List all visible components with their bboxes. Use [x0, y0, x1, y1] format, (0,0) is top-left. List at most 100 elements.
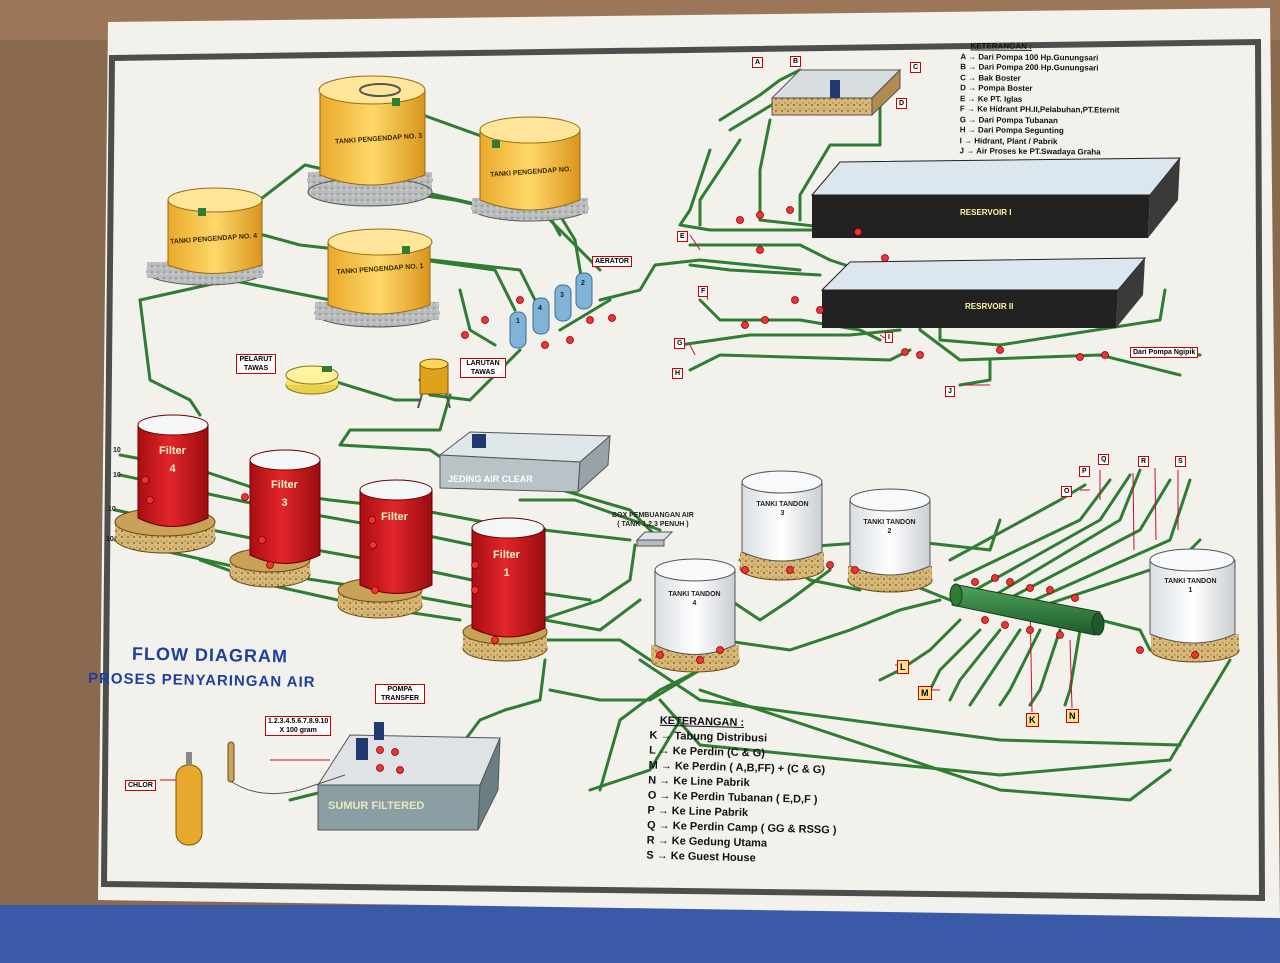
reserve-tank-4 — [650, 558, 740, 673]
reserve-tank-1-name: TANKI TANDON — [1164, 578, 1217, 585]
page-title: FLOW DIAGRAM — [131, 643, 289, 667]
reserve-tank-2-num: 2 — [887, 528, 892, 535]
reservoir-1-label: RESERVOIR I — [960, 208, 1012, 217]
alum-solution-label: LARUTAN TAWAS — [460, 358, 506, 378]
legend-top-header: KETERANGAN : — [970, 41, 1032, 51]
clear-water-basin-label: JEDING AIR CLEAR — [448, 474, 533, 484]
aerator-columns — [509, 272, 593, 349]
settling-tank-1 — [314, 228, 440, 328]
tag-f: F — [698, 286, 709, 297]
tag-p: P — [1079, 466, 1090, 477]
legend-item: J → Air Proses ke PT.Swadaya Graha — [959, 146, 1101, 157]
legend-item: H → Dari Pompa Segunting — [959, 125, 1064, 136]
filter-1-name: Filter — [493, 549, 520, 561]
reservoir-2-label: RESRVOIR II — [965, 302, 1014, 311]
tag-o: O — [1061, 486, 1073, 497]
tag-n: N — [1066, 709, 1079, 723]
dosage-label-b: X 100 gram — [279, 727, 317, 734]
aerator-4-label: 4 — [538, 305, 542, 312]
filter-3-label: Filter 3 — [262, 476, 307, 512]
clear-water-basin — [438, 431, 612, 494]
reservoir-2 — [820, 257, 1147, 328]
alum-solution-tank — [417, 358, 451, 409]
tag-g: G — [674, 338, 686, 349]
tag-i: I — [885, 332, 893, 343]
tag-a: A — [752, 57, 764, 68]
reserve-tank-1-label: TANKI TANDON 1 — [1163, 577, 1218, 595]
valves — [141, 206, 1199, 774]
alum-dissolver-label: PELARUT TAWAS — [236, 354, 276, 374]
clear-water-basin-label-b: CLEAR — [501, 474, 533, 484]
filter-1-num: 1 — [503, 567, 510, 579]
reserve-tank-2 — [847, 488, 933, 593]
chlorine-cylinder — [175, 741, 346, 846]
reserve-tank-3 — [739, 470, 825, 581]
reserve-tank-4-label: TANKI TANDON 4 — [667, 590, 722, 608]
legend-bottom: KETERANGAN : K → Tabung Distribusi L → K… — [646, 714, 839, 869]
tag-r: R — [1138, 456, 1150, 467]
tag-h: H — [672, 368, 684, 379]
aerator-label: AERATOR — [592, 256, 632, 267]
dosage-label: 1.2.3.4.5.6.7.8.9.10 X 100 gram — [265, 716, 332, 736]
poster-border — [100, 38, 1266, 902]
filter-2-label: Filter — [372, 508, 417, 526]
legend-top: KETERANGAN : A → Dari Pompa 100 Hp.Gunun… — [959, 41, 1120, 158]
filter-side-label-b: 10 — [113, 472, 121, 479]
filter-3-name: Filter — [271, 479, 298, 491]
tag-k: K — [1026, 713, 1039, 727]
filtered-well-label: SUMUR FILTERED — [328, 800, 425, 812]
alum-dissolver — [285, 365, 339, 395]
filter-side-label-c: 10 — [108, 506, 116, 513]
tag-d: D — [896, 98, 908, 109]
filtered-water-well — [317, 722, 501, 831]
booster-basin — [770, 68, 902, 117]
clear-water-basin-label-a: JEDING AIR — [448, 474, 500, 484]
settling-tank-top — [471, 116, 589, 222]
overflow-box-label-a: BOX PEMBUANGAN AIR — [612, 512, 694, 519]
filter-3 — [229, 449, 321, 588]
settling-tank-3 — [307, 75, 433, 207]
reserve-tank-2-label: TANKI TANDON 2 — [862, 518, 917, 536]
legend-item: D → Pompa Boster — [960, 83, 1033, 93]
tag-s: S — [1175, 456, 1186, 467]
filter-side-label-d: 10 — [106, 536, 114, 543]
filter-4-num: 4 — [169, 463, 176, 475]
tag-q: Q — [1098, 454, 1110, 465]
distribution-manifold — [949, 583, 1105, 636]
reserve-tank-2-name: TANKI TANDON — [863, 519, 916, 526]
transfer-pump-label: POMPA TRANSFER — [375, 684, 425, 704]
overflow-box-label: BOX PEMBUANGAN AIR ( TANK 1,2,3 PENUH ) — [612, 511, 694, 529]
tag-m: M — [918, 686, 932, 700]
dosage-label-a: 1.2.3.4.5.6.7.8.9.10 — [268, 718, 329, 725]
tag-b: B — [790, 56, 802, 67]
filter-1-label: Filter 1 — [484, 546, 529, 582]
settling-tank-4 — [146, 187, 264, 286]
filter-side-label-a: 10 — [113, 447, 121, 454]
tag-l: L — [897, 660, 909, 674]
filter-3-num: 3 — [281, 497, 288, 509]
overflow-box — [635, 531, 674, 547]
filter-2-name: Filter — [381, 511, 408, 523]
reserve-tank-1 — [1149, 548, 1240, 663]
reserve-tank-4-num: 4 — [692, 600, 697, 607]
filter-4-label: Filter 4 — [150, 442, 195, 478]
chlorine-label: CHLOR — [125, 780, 156, 791]
reserve-tank-3-name: TANKI TANDON — [756, 501, 809, 508]
ngipik-pump-label: Dari Pompa Ngipik — [1130, 347, 1199, 358]
overflow-box-label-b: ( TANK 1,2,3 PENUH ) — [617, 521, 689, 528]
legend-item: F → Ke Hidrant PH.II,Pelabuhan,PT.Eterni… — [959, 104, 1120, 115]
tag-c: C — [910, 62, 922, 73]
legend-item: B → Dari Pompa 200 Hp.Gunungsari — [960, 62, 1099, 73]
reserve-tank-1-num: 1 — [1188, 587, 1193, 594]
tag-e: E — [677, 231, 688, 242]
reserve-tank-4-name: TANKI TANDON — [668, 591, 721, 598]
aerator-1-label: 1 — [516, 318, 520, 325]
aerator-3-label: 3 — [560, 292, 564, 299]
filter-2 — [337, 479, 433, 619]
filter-4 — [114, 414, 216, 554]
filter-4-name: Filter — [159, 445, 186, 457]
aerator-2-label: 2 — [581, 280, 585, 287]
tag-j: J — [945, 386, 955, 397]
reserve-tank-3-num: 3 — [780, 510, 785, 517]
